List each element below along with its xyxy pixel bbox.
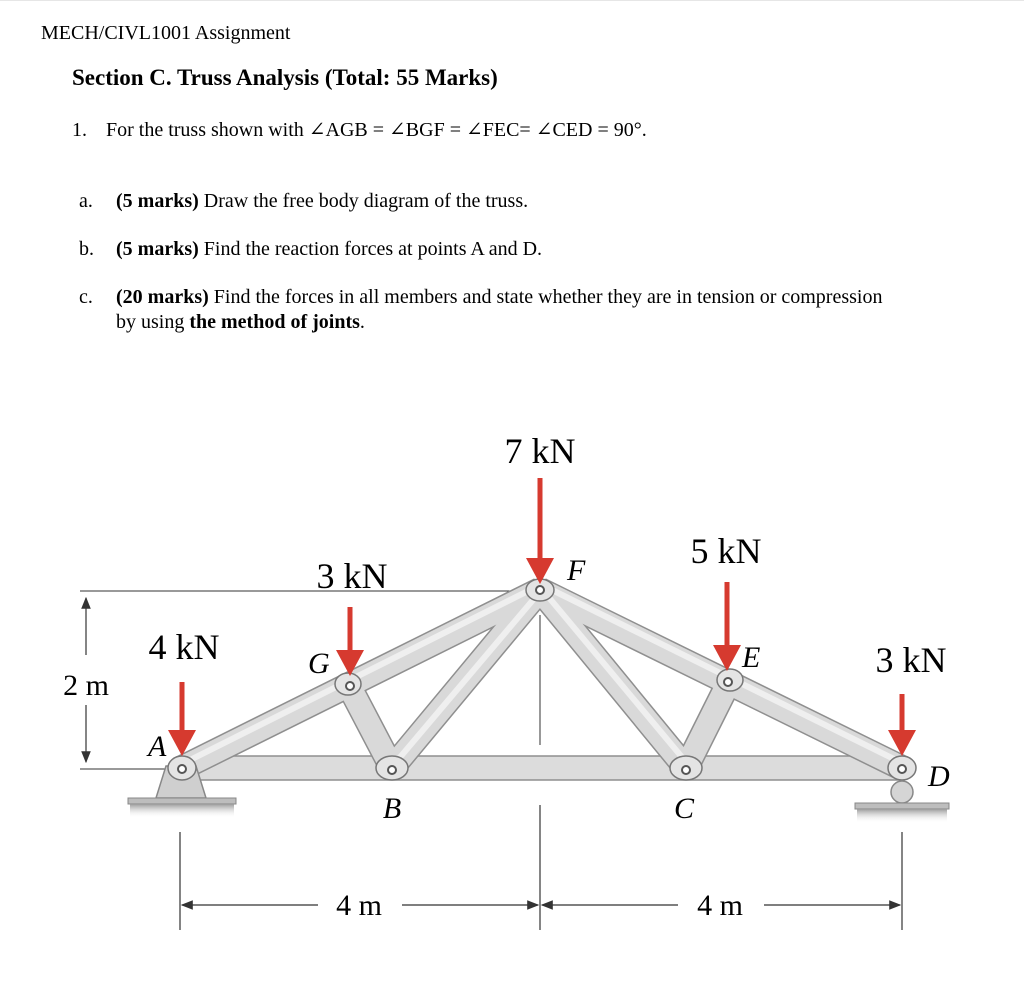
load-label-g: 3 kN: [317, 556, 388, 596]
load-label-f: 7 kN: [505, 431, 576, 471]
span-dimensions: 4 m 4 m: [179, 805, 903, 930]
top-rule: [0, 0, 1024, 1]
height-dimension: 2 m: [63, 590, 540, 770]
part-text: Find the reaction forces at points A and…: [203, 238, 543, 260]
joint-label-b: B: [383, 792, 401, 825]
part-text-end: .: [359, 311, 365, 333]
load-label-e: 5 kN: [691, 531, 762, 571]
member-af: [176, 579, 546, 779]
load-arrow-f: [526, 478, 554, 584]
load-arrow-e: [713, 582, 741, 671]
load-label-a: 4 kN: [149, 627, 220, 667]
part-marks: (20 marks): [116, 286, 209, 308]
part-text: Find the forces in all members and state…: [116, 286, 883, 333]
joint-label-a: A: [146, 730, 167, 763]
height-label: 2 m: [63, 669, 109, 702]
joint-b: [375, 755, 409, 781]
load-label-d: 3 kN: [876, 640, 947, 680]
load-arrow-g: [336, 607, 364, 676]
load-arrows: [168, 478, 916, 756]
question-number: 1.: [72, 119, 87, 141]
truss-members: [176, 578, 908, 780]
document-header: MECH/CIVL1001 Assignment: [41, 22, 291, 44]
bottom-chord: [179, 755, 903, 781]
part-text: Draw the free body diagram of the truss.: [203, 190, 529, 212]
member-gb: [337, 678, 403, 774]
joint-label-e: E: [741, 641, 760, 674]
question-1: 1. For the truss shown with ∠AGB = ∠BGF =…: [72, 117, 647, 142]
left-span-label: 4 m: [336, 889, 382, 922]
roller-support-d: [854, 755, 950, 823]
part-letter: c.: [79, 286, 93, 308]
member-ad: [179, 755, 903, 781]
joint-label-g: G: [308, 647, 330, 680]
load-labels: 7 kN 5 kN 3 kN 4 kN 3 kN: [149, 431, 947, 680]
joint-g: [334, 672, 362, 696]
load-arrow-a: [168, 682, 196, 756]
part-letter: a.: [79, 190, 93, 212]
part-marks: (5 marks): [116, 190, 199, 212]
joint-e: [716, 668, 744, 692]
joint-labels: A G F E D B C: [146, 554, 950, 825]
part-emphasis: the method of joints: [189, 311, 360, 333]
joint-label-f: F: [566, 554, 586, 587]
pin-support-a: [127, 755, 237, 818]
part-marks: (5 marks): [116, 238, 199, 260]
joint-c: [669, 755, 703, 781]
joint-label-c: C: [674, 792, 695, 825]
right-span-label: 4 m: [697, 889, 743, 922]
section-title: Section C. Truss Analysis (Total: 55 Mar…: [72, 65, 498, 90]
load-arrow-d: [888, 694, 916, 756]
question-text: For the truss shown with ∠AGB = ∠BGF = ∠…: [106, 119, 647, 141]
joint-label-d: D: [927, 760, 950, 793]
member-ce: [675, 674, 741, 774]
part-letter: b.: [79, 238, 94, 260]
